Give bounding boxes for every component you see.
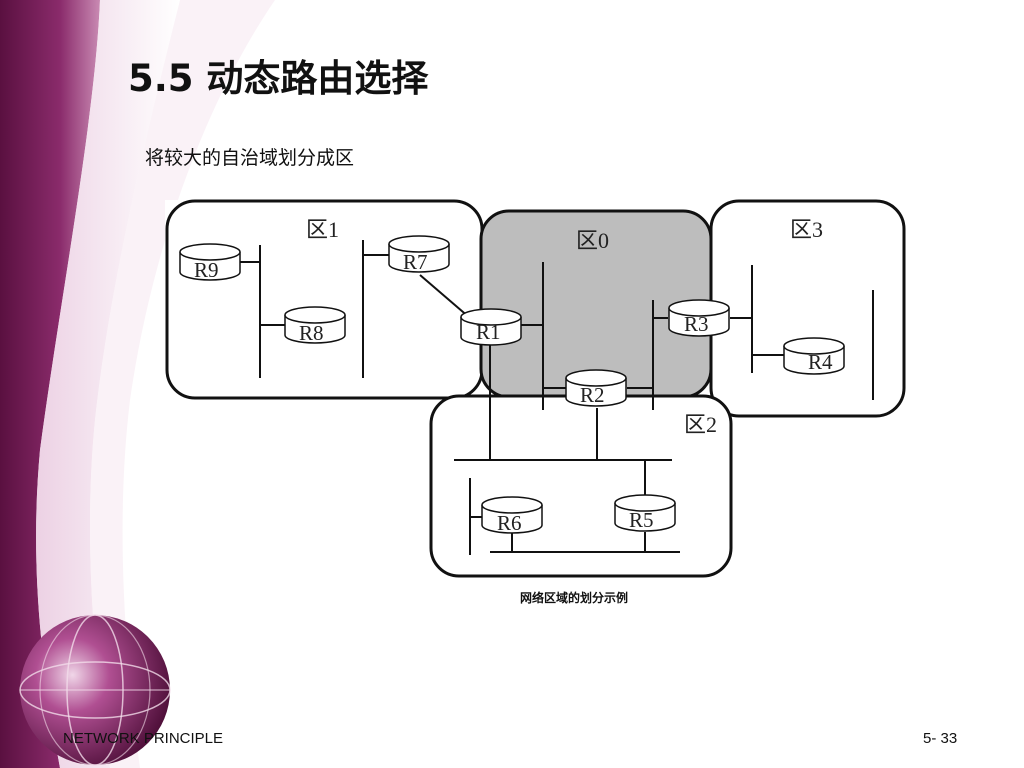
area-3-label: 区3: [790, 217, 823, 242]
area-1-label: 区1: [306, 217, 339, 242]
router-r8-label: R8: [299, 321, 324, 345]
router-r8: R8: [284, 306, 346, 345]
area-0-label: 区0: [576, 228, 609, 253]
router-r7-label: R7: [403, 250, 428, 274]
router-r1: R1: [460, 308, 522, 346]
router-r2: R2: [565, 369, 627, 407]
router-r1-label: R1: [476, 320, 501, 344]
router-r7: R7: [388, 235, 450, 274]
slide-title: 5.5 动态路由选择: [128, 57, 429, 100]
router-r5-label: R5: [629, 508, 654, 532]
router-r5: R5: [614, 494, 676, 532]
router-r4: R4: [783, 337, 845, 375]
diagram-caption: 网络区域的划分示例: [520, 590, 628, 605]
router-r4-label: R4: [808, 350, 833, 374]
slide-subtitle: 将较大的自治域划分成区: [145, 147, 355, 169]
router-r9: R9: [179, 243, 241, 282]
router-r6: R6: [481, 496, 543, 535]
area-2-label: 区2: [684, 412, 717, 437]
router-r2-label: R2: [580, 383, 605, 407]
globe-icon: [19, 614, 171, 766]
router-r9-label: R9: [194, 258, 219, 282]
router-r3-label: R3: [684, 312, 709, 336]
router-r6-label: R6: [497, 511, 522, 535]
router-r3: R3: [668, 299, 730, 337]
footer-page-number: 5- 33: [923, 730, 958, 747]
footer-course-name: NETWORK PRINCIPLE: [63, 730, 224, 747]
